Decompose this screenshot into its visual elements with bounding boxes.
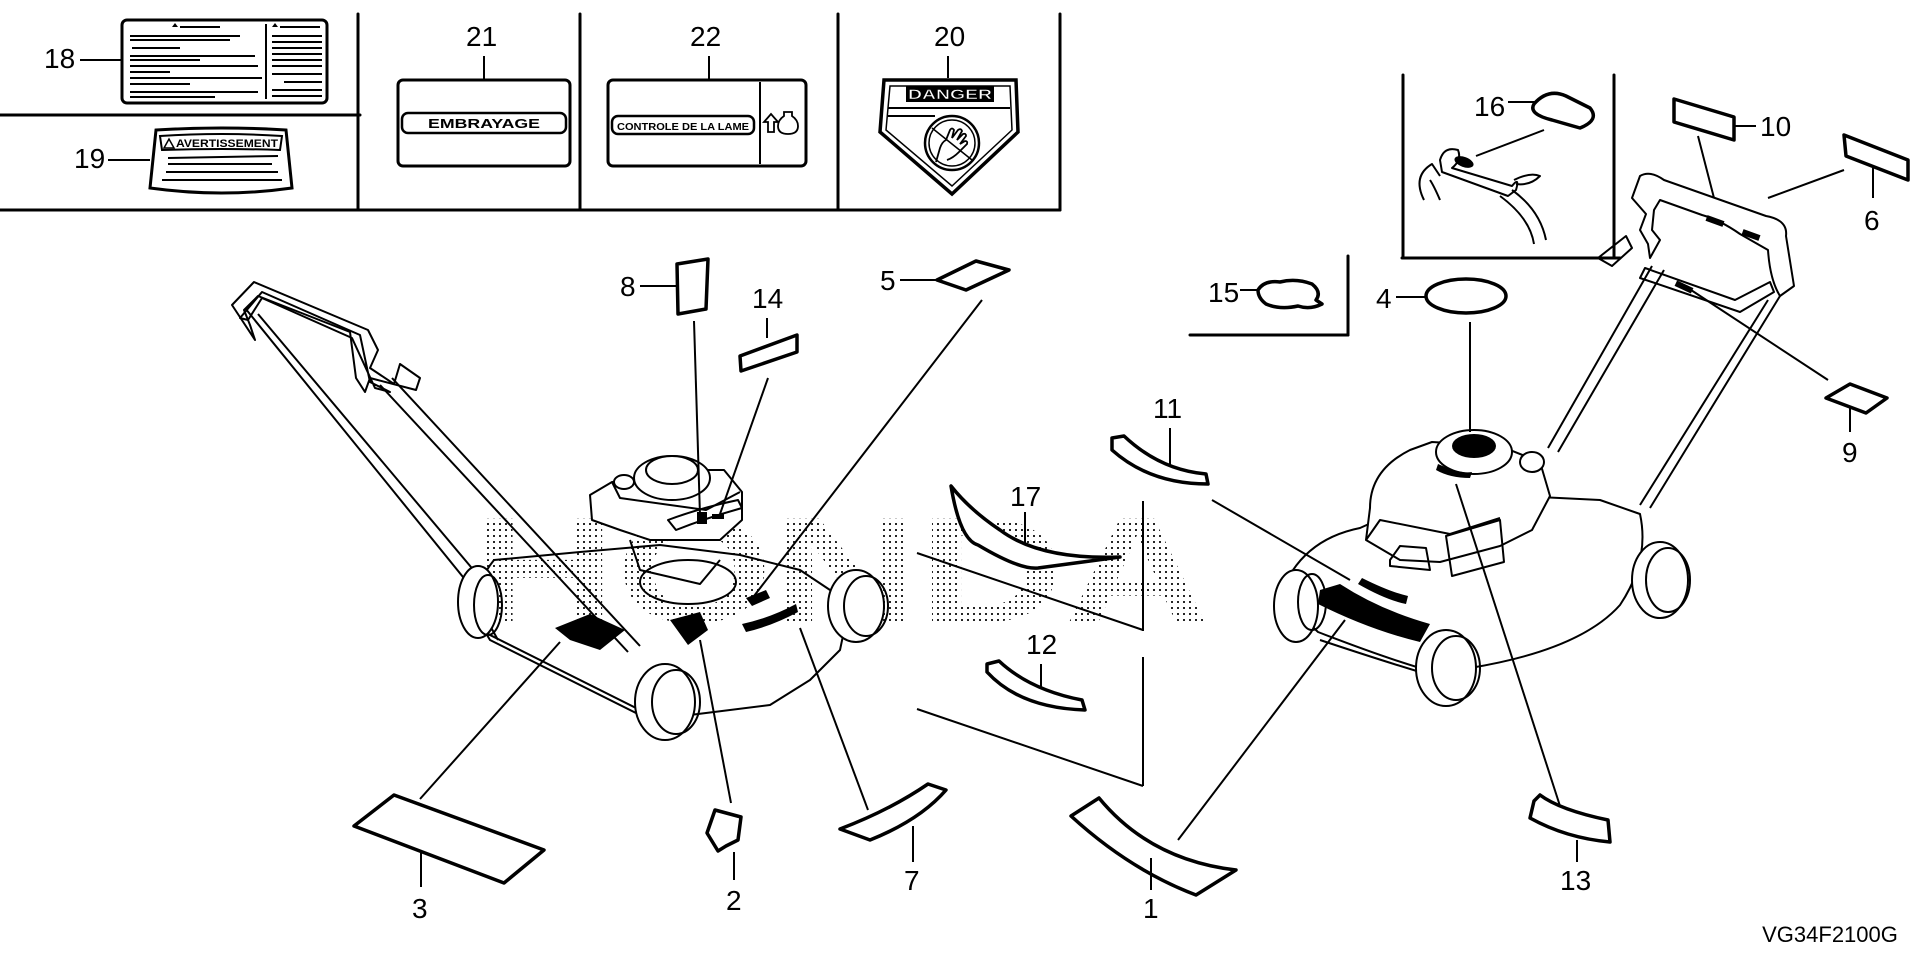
figure-code: VG34F2100G	[1762, 922, 1898, 947]
callout-12: 12	[1026, 629, 1057, 660]
callout-17: 17	[1010, 481, 1041, 512]
callout-4: 4	[1376, 283, 1392, 314]
label-18[interactable]: 18	[44, 18, 329, 105]
callout-5: 5	[880, 265, 896, 296]
decal-shape-10[interactable]	[1672, 97, 1736, 142]
label-16[interactable]: 16	[1418, 91, 1596, 245]
decal-shape-13[interactable]	[1528, 793, 1612, 844]
left-callouts: 8 14 5 3 2 7	[352, 257, 1011, 924]
deck-decal-2	[670, 612, 708, 645]
deck-decal-7	[742, 604, 798, 632]
handle-grip-detail	[1418, 148, 1547, 245]
callout-16: 16	[1474, 91, 1505, 122]
avertissement-text: AVERTISSEMENT	[176, 138, 278, 150]
engine-bulb-icon	[777, 111, 799, 135]
label-15[interactable]: 15	[1208, 277, 1324, 310]
arrow-up-icon	[762, 112, 780, 133]
center-callouts: 17 11 12 1	[916, 393, 1351, 924]
decal-shape-9[interactable]	[1824, 382, 1889, 415]
right-inset-frame	[1188, 73, 1622, 337]
engine-decal-8	[697, 512, 707, 524]
callout-22: 22	[690, 21, 721, 52]
callout-13: 13	[1560, 865, 1591, 896]
decal-shape-7[interactable]	[838, 782, 948, 842]
callout-10: 10	[1760, 111, 1791, 142]
callout-11: 11	[1153, 393, 1182, 424]
decal-shape-3[interactable]	[352, 793, 546, 885]
decal-shape-14[interactable]	[738, 333, 799, 373]
callout-7: 7	[904, 865, 920, 896]
warning-triangle-icon	[172, 23, 178, 27]
controle-text: CONTROLE DE LA LAME	[617, 121, 749, 133]
label-20[interactable]: 20 DANGER	[878, 21, 1020, 197]
callout-19: 19	[74, 143, 105, 174]
warning-triangle-icon	[162, 137, 176, 149]
decal-shape-15[interactable]	[1256, 278, 1324, 310]
decal-shape-1[interactable]	[1069, 796, 1238, 897]
callout-3: 3	[412, 893, 428, 924]
right-callouts: 4 13 10 6 9	[1376, 97, 1910, 896]
right-mower	[1273, 172, 1795, 707]
callout-20: 20	[934, 21, 965, 52]
decal-shape-4[interactable]	[1424, 277, 1508, 315]
callout-18: 18	[44, 43, 75, 74]
deck-decal-5	[746, 590, 770, 606]
callout-6: 6	[1864, 205, 1880, 236]
callout-21: 21	[466, 21, 497, 52]
left-mower	[231, 281, 889, 741]
decal-shape-17[interactable]	[949, 484, 1122, 570]
decal-shape-2[interactable]	[705, 808, 743, 853]
callout-15: 15	[1208, 277, 1239, 308]
label-22[interactable]: 22 CONTROLE DE LA LAME	[606, 21, 808, 168]
inset-frame	[0, 12, 1062, 212]
deck-decal-11	[1358, 578, 1408, 604]
decal-shape-5[interactable]	[935, 259, 1011, 292]
callout-8: 8	[620, 271, 636, 302]
warning-triangle-icon	[272, 23, 278, 27]
engine-decal-14	[712, 514, 724, 519]
callout-9: 9	[1842, 437, 1858, 468]
label-21[interactable]: 21 EMBRAYAGE	[396, 21, 572, 168]
callout-14: 14	[752, 283, 783, 314]
callout-1: 1	[1143, 893, 1159, 924]
decal-shape-11[interactable]	[1110, 434, 1210, 486]
callout-2: 2	[726, 885, 742, 916]
hand-in-circle-icon	[923, 114, 981, 172]
decal-shape-6[interactable]	[1842, 133, 1910, 182]
embrayage-text: EMBRAYAGE	[428, 116, 540, 131]
danger-text: DANGER	[908, 86, 992, 102]
decal-shape-12[interactable]	[985, 659, 1087, 712]
decal-shape-16[interactable]	[1531, 91, 1596, 130]
deck-decal-1	[1318, 584, 1430, 642]
decal-shape-8[interactable]	[675, 257, 710, 316]
label-19[interactable]: 19 AVERTISSEMENT	[74, 126, 294, 195]
deck-decal-3	[555, 614, 625, 650]
